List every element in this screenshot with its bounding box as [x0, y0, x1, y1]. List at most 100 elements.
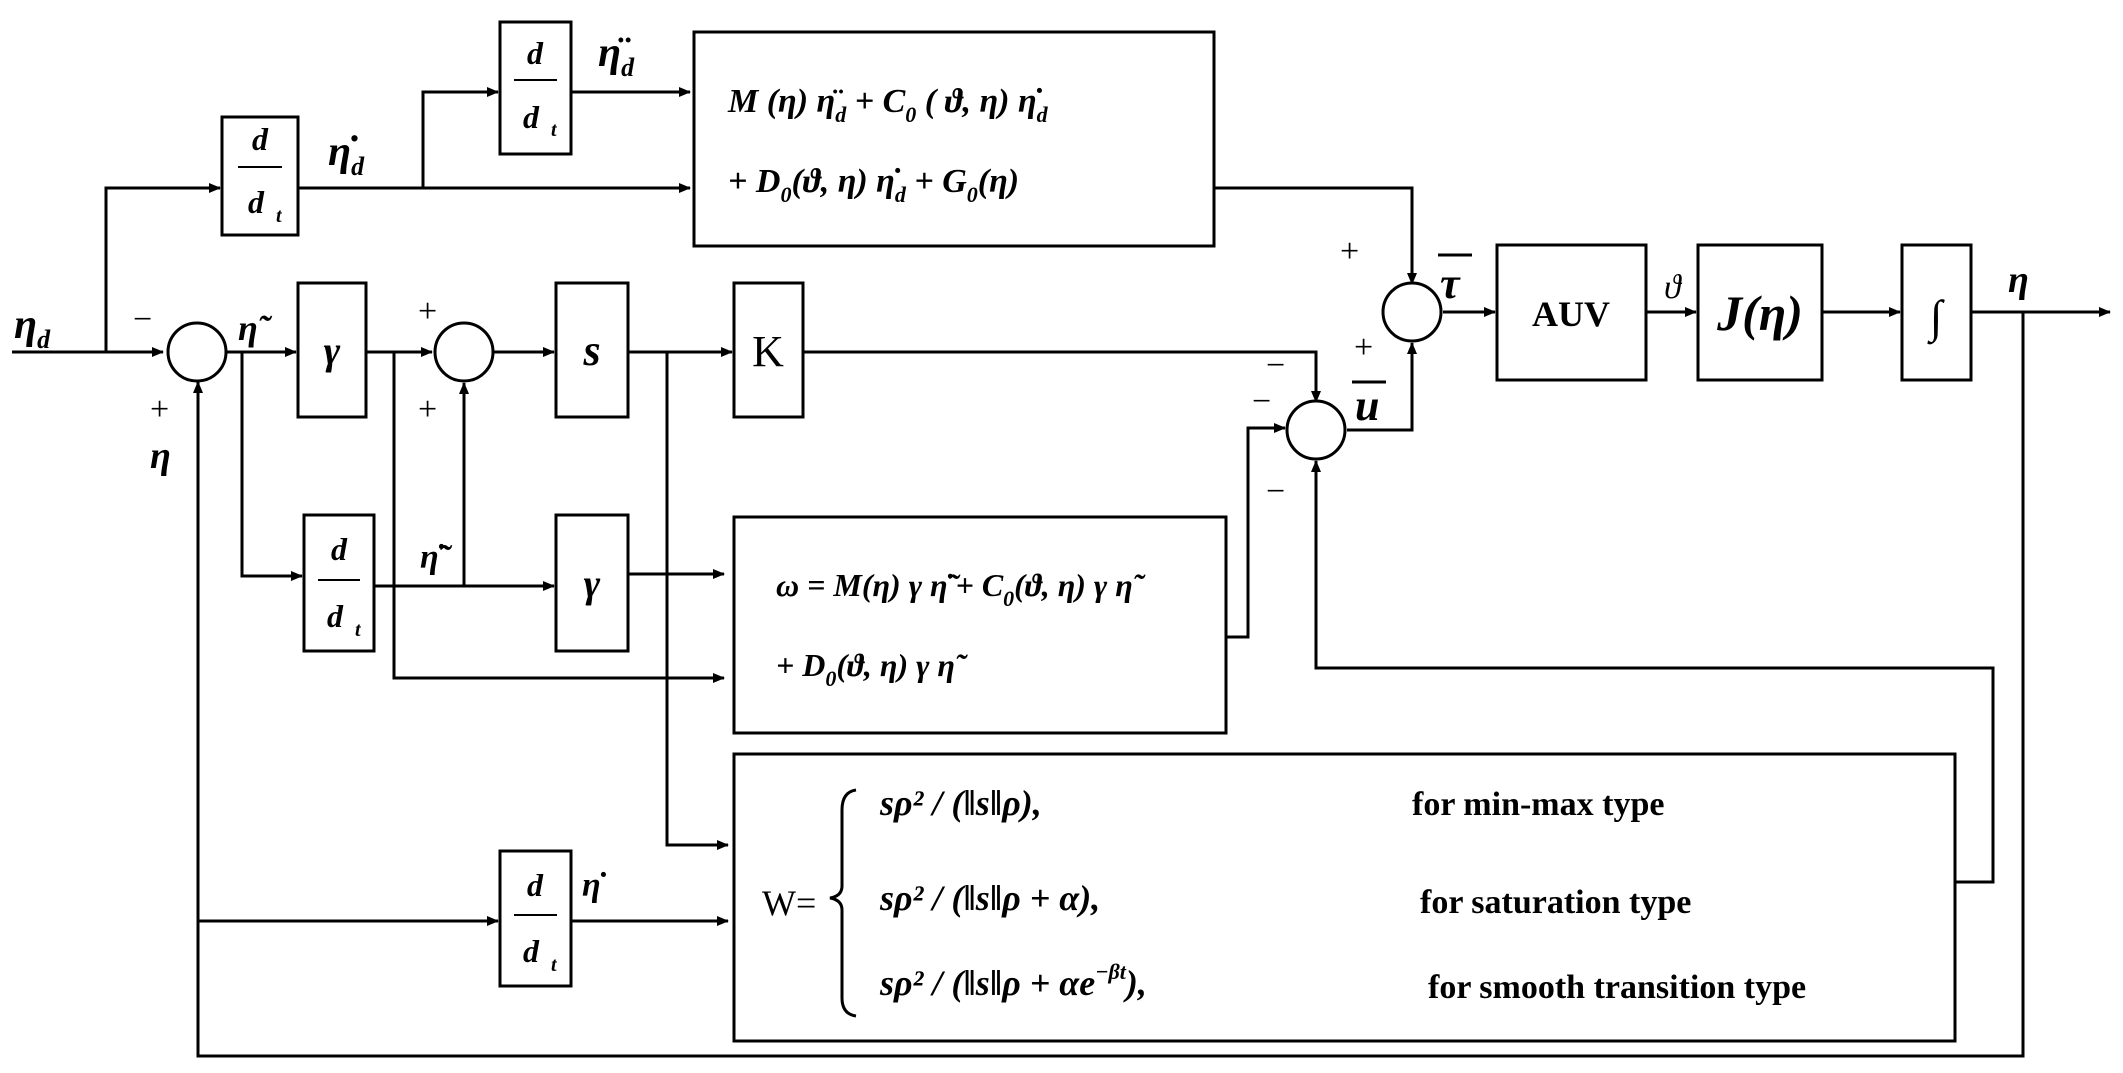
signal-subscript: d	[351, 152, 365, 181]
derivative-numerator: d	[527, 35, 544, 71]
signal-eta-feedback: η	[150, 435, 171, 477]
signal-symbol: η	[14, 302, 37, 348]
sign-sum4-ff: +	[1340, 233, 1359, 270]
integrator-label: ∫	[1927, 291, 1945, 345]
derivative-numerator: d	[252, 121, 269, 157]
feedforward-subscript: 0	[780, 182, 791, 207]
feedforward-term: + D	[728, 163, 780, 200]
signal-eta-tilde: η̃	[238, 308, 273, 348]
feedforward-term: (η)	[978, 163, 1019, 200]
omega-term: ω = M(η) γ η̃̇ + C	[776, 567, 1004, 603]
w-case-1-expr: sρ² / (‖s‖ρ),	[879, 783, 1042, 823]
derivative-denominator-sub: t	[551, 954, 558, 976]
sum-junction-sliding	[433, 321, 495, 383]
signal-eta-d-dot: η̇d	[328, 129, 365, 181]
signal-tau-bar: τ	[1440, 259, 1461, 308]
omega-term: (ϑ, η) γ η̃	[1014, 567, 1146, 603]
w-case-3-label: for smooth transition type	[1428, 969, 1806, 1006]
derivative-denominator-sub: t	[551, 119, 558, 141]
feedforward-dynamics-block: M (η) η̈d + C0 ( ϑ, η) η̇d + D0(ϑ, η) η̇…	[692, 30, 1216, 248]
derivative-denominator: d	[523, 933, 540, 969]
feedforward-subscript: 0	[905, 102, 916, 127]
sign-sum3-omega: −	[1252, 383, 1271, 420]
wire-omega-to-sum3	[1226, 423, 1286, 639]
wire-s-to-w-block	[665, 352, 729, 850]
derivative-block-eta: d d t	[498, 849, 573, 988]
omega-subscript: 0	[1003, 586, 1014, 611]
wire-gamma-to-omega	[392, 352, 725, 683]
gamma-block-derivative: γ	[554, 513, 630, 653]
w-case-1-label: for min-max type	[1412, 786, 1664, 823]
sign-sum2-a: +	[418, 293, 437, 330]
sign-sum1-fb: +	[150, 391, 169, 428]
omega-compensation-block: ω = M(η) γ η̃̇ + C0(ϑ, η) γ η̃ + D0(ϑ, η…	[732, 515, 1228, 735]
signal-eta-tilde-dot: η̃̇	[420, 539, 453, 576]
derivative-block-eta-d: d d t	[220, 115, 300, 237]
gamma-label: γ	[584, 561, 601, 606]
feedforward-term: + C	[846, 83, 905, 120]
signal-vartheta: ϑ	[1664, 269, 1683, 306]
sign-sum3-w: −	[1266, 473, 1285, 510]
w-case-3-close: ),	[1123, 963, 1147, 1003]
w-case-3-expr: sρ² / (‖s‖ρ + αe−βt),	[879, 959, 1147, 1003]
sign-sum1-ref: −	[133, 301, 152, 338]
auv-label: AUV	[1532, 294, 1610, 334]
sum-junction-control	[1285, 399, 1347, 461]
gamma-block: γ	[296, 281, 368, 419]
w-case-2-label: for saturation type	[1420, 884, 1691, 921]
feedforward-subscript: d	[1037, 102, 1049, 127]
derivative-block-eta-d-dot: d d t	[498, 20, 573, 156]
w-case-3-base: sρ² / (‖s‖ρ + αe	[879, 963, 1095, 1003]
derivative-block-eta-tilde: d d t	[302, 513, 376, 653]
omega-term: + D	[776, 647, 825, 683]
feedforward-subscript: d	[895, 182, 907, 207]
signal-subscript: d	[37, 325, 51, 354]
feedforward-term: + G	[906, 163, 967, 200]
signal-u-bar: u	[1355, 381, 1379, 430]
omega-line-1: ω = M(η) γ η̃̇ + C0(ϑ, η) γ η̃	[776, 567, 1146, 611]
derivative-numerator: d	[527, 867, 544, 903]
feedforward-term: M (η) η̈	[727, 83, 843, 120]
derivative-denominator: d	[248, 184, 265, 220]
feedforward-term: (ϑ, η) η̇	[791, 163, 900, 200]
derivative-denominator-sub: t	[355, 619, 362, 641]
sum-junction-torque	[1381, 281, 1443, 343]
feedforward-line-2: + D0(ϑ, η) η̇d + G0(η)	[728, 163, 1019, 207]
wire-eta-d-to-derivative	[104, 183, 221, 352]
wire-eta-feedback	[193, 312, 2025, 1058]
gain-label: K	[752, 327, 784, 376]
wire-w-to-sum3	[1311, 460, 1995, 884]
w-case-3-exponent: −βt	[1095, 959, 1127, 984]
omega-line-2: + D0(ϑ, η) γ η̃	[776, 647, 968, 691]
gain-block: K	[732, 281, 805, 419]
switching-law-block: W= sρ² / (‖s‖ρ), for min-max type sρ² / …	[732, 752, 1957, 1043]
feedforward-subscript: d	[835, 102, 847, 127]
jacobian-label: J(η)	[1716, 285, 1803, 341]
derivative-numerator: d	[331, 531, 348, 567]
signal-eta-output: η	[2008, 259, 2029, 301]
sign-sum4-u: +	[1354, 329, 1373, 366]
wire-k-to-sum3	[803, 350, 1321, 403]
sum-junction-error	[166, 321, 228, 383]
sign-sum2-b: +	[418, 391, 437, 428]
derivative-denominator: d	[523, 99, 540, 135]
gamma-label: γ	[324, 328, 341, 373]
wire-feedforward-to-sum4	[1214, 186, 1417, 285]
jacobian-block: J(η)	[1696, 243, 1824, 382]
integrator-block: ∫	[1900, 243, 1973, 382]
derivative-denominator-sub: t	[276, 205, 283, 227]
w-lhs: W=	[762, 883, 816, 923]
sign-sum3-k: −	[1266, 347, 1285, 384]
omega-subscript: 0	[825, 666, 836, 691]
feedforward-subscript: 0	[967, 182, 978, 207]
sliding-surface-block: s	[554, 281, 630, 419]
wire-eta-d-dot-to-derivative	[421, 87, 499, 188]
wire-u-bar-to-sum4	[1347, 342, 1417, 432]
feedforward-term: ( ϑ, η) η̇	[916, 83, 1042, 120]
signal-subscript: d	[621, 53, 635, 82]
signal-wires	[12, 87, 2111, 1058]
feedforward-line-1: M (η) η̈d + C0 ( ϑ, η) η̇d	[727, 83, 1049, 127]
auv-block: AUV	[1495, 243, 1648, 382]
derivative-denominator: d	[327, 598, 344, 634]
